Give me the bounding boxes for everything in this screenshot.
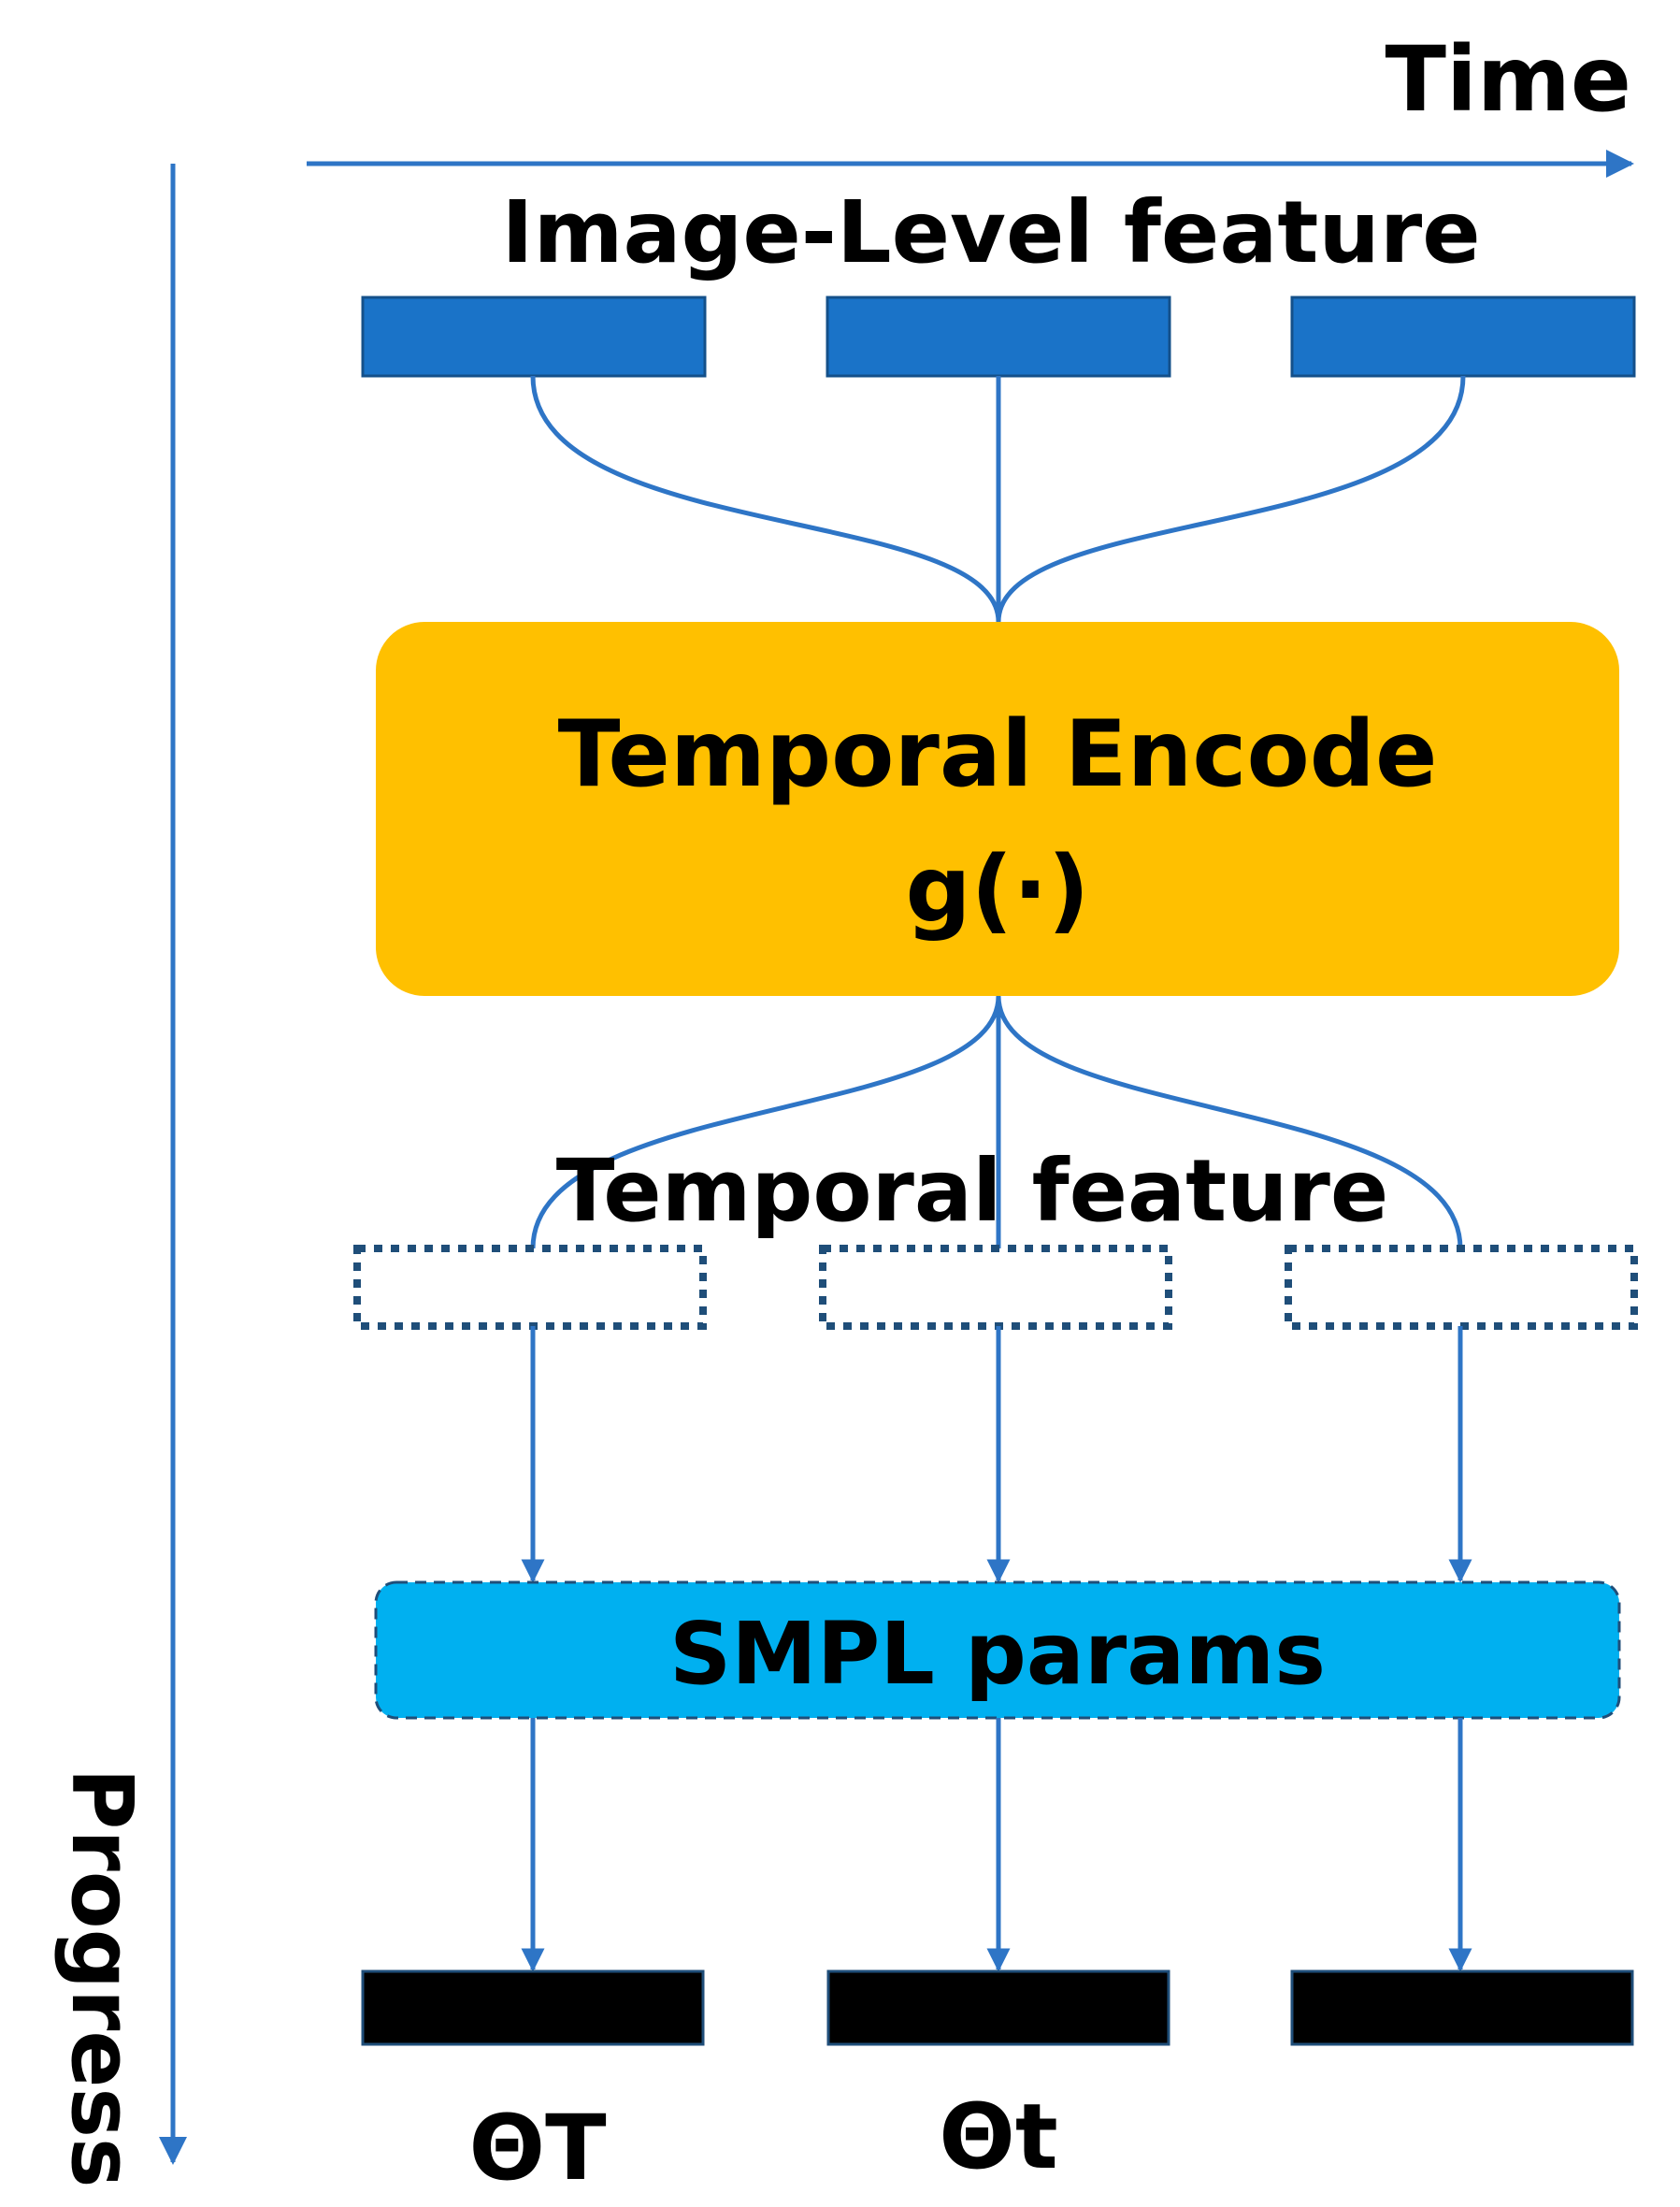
temporal-feature-block-1 [353, 1245, 707, 1330]
image-feature-block-2 [826, 296, 1171, 378]
smpl-params-label: SMPL params [669, 1604, 1326, 1704]
output-block-1 [361, 1969, 705, 2046]
image-feature-block-3 [1290, 296, 1636, 378]
feature-connector-left [530, 375, 1001, 623]
image-feature-block-1 [361, 296, 707, 378]
temporal-encoder-box [376, 622, 1619, 996]
theta-t-label: Θt [939, 2084, 1058, 2189]
encoder-connector-left [530, 995, 1001, 1249]
progress-label: Progress [52, 1767, 151, 2187]
time-label: Time [1385, 27, 1631, 132]
encoder-function: g(·) [906, 837, 1090, 944]
output-block-3 [1290, 1969, 1634, 2046]
temporal-feature-label: Temporal feature [556, 1141, 1389, 1241]
encoder-title: Temporal Encode [558, 701, 1438, 808]
output-block-2 [826, 1969, 1170, 2046]
image-level-feature-label: Image-Level feature [501, 182, 1480, 282]
temporal-feature-block-3 [1285, 1245, 1638, 1330]
feature-connector-right [996, 375, 1466, 623]
encoder-connector-right [996, 995, 1463, 1249]
temporal-feature-block-2 [819, 1245, 1172, 1330]
theta-T-label: ΘT [468, 2096, 606, 2200]
smpl-params-box [374, 1580, 1621, 1720]
